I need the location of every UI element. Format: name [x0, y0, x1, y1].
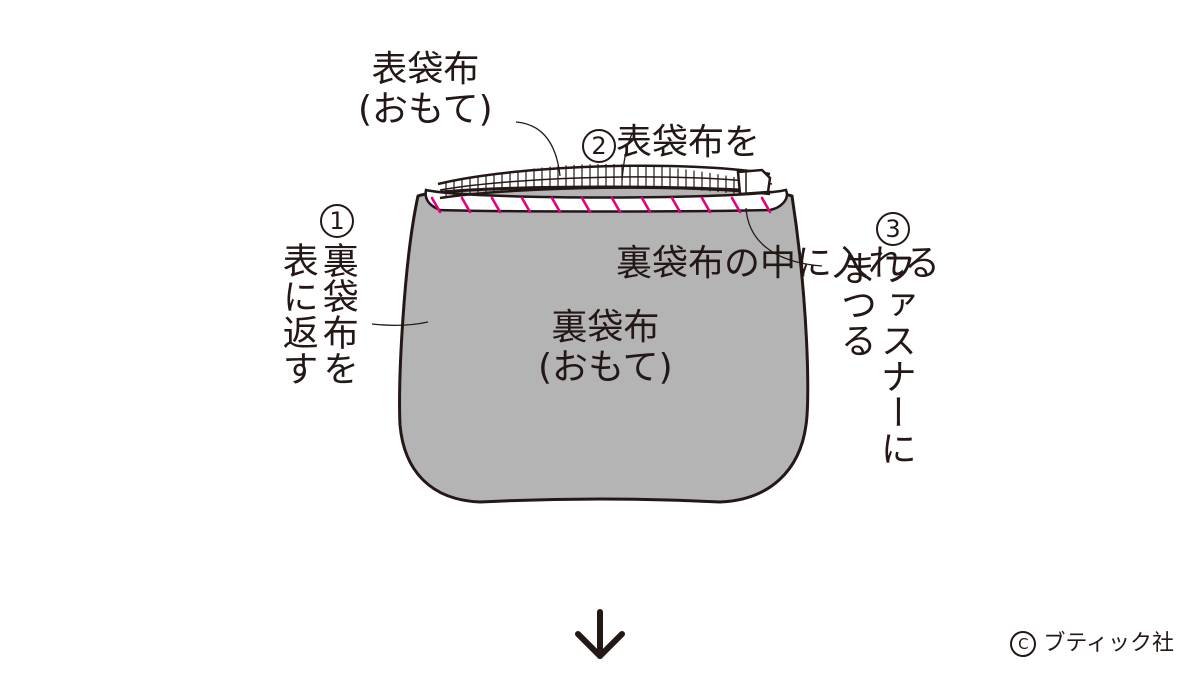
step1-column-b: 表に返す: [276, 242, 318, 386]
stitch-mark: [550, 196, 562, 214]
stitch-mark: [640, 196, 652, 214]
step3-column-a: ファスナーに: [874, 250, 916, 466]
arrow-down-icon: [575, 609, 625, 659]
zipper-teeth: [445, 164, 735, 198]
step-number-2: 2: [582, 128, 616, 163]
label-outer-fabric: 表袋布 (おもて): [358, 49, 493, 131]
stitch-mark: [610, 196, 622, 214]
stitch-mark: [520, 196, 532, 214]
label-inner-fabric: 裏袋布 (おもて): [538, 307, 673, 389]
step2-line2: 裏袋布の中に入れる: [616, 242, 941, 284]
stitch-mark: [700, 196, 712, 214]
step1-column-a: 裏袋布を: [316, 242, 358, 386]
stitch-mark: [580, 196, 592, 214]
copyright-credit: C ブティック社: [1010, 625, 1174, 657]
step-number-1: 1: [320, 204, 354, 238]
stitch-mark: [430, 196, 442, 214]
stitch-mark: [490, 196, 502, 214]
step-number-3: 3: [876, 212, 910, 246]
stitch-mark: [460, 196, 472, 214]
step2-line1: 表袋布を: [616, 121, 761, 163]
blind-stitches: [430, 196, 772, 214]
step3-column-b: まつる: [834, 250, 876, 358]
publisher-name: ブティック社: [1043, 631, 1174, 656]
leader-step1: [371, 321, 429, 326]
leader-step2: [621, 133, 633, 181]
copyright-icon: C: [1010, 631, 1037, 657]
leader-outer-fabric: [515, 121, 561, 177]
zipper-slider-icon: [736, 168, 772, 196]
stitch-mark: [670, 196, 682, 214]
zipper-edge-top: [437, 164, 771, 186]
stitch-mark: [730, 196, 742, 214]
stitch-mark: [760, 196, 772, 214]
leader-step3: [745, 207, 823, 267]
zipper-tape-line: [439, 176, 773, 191]
